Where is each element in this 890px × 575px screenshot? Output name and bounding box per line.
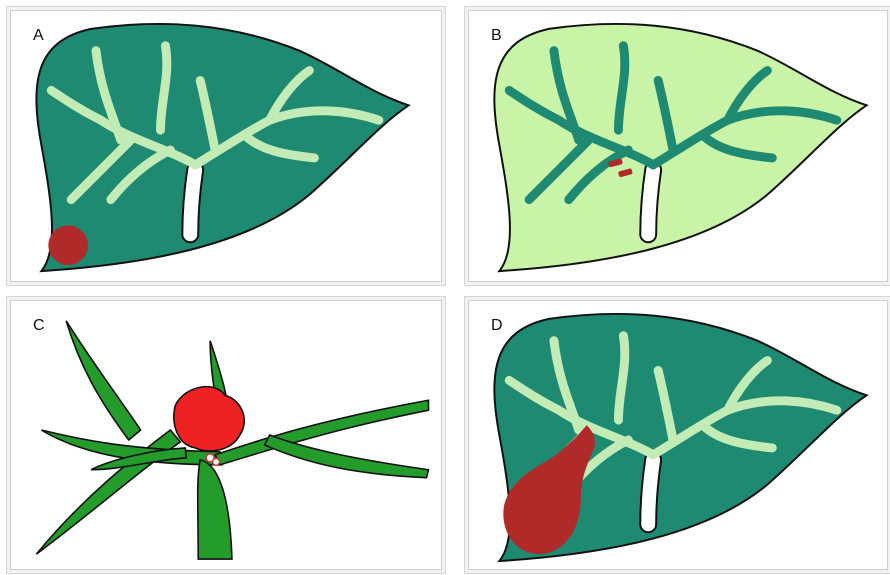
liver-diagram-d [469, 301, 887, 569]
liver-diagram-a [11, 11, 441, 281]
liver-diagram-b [469, 11, 887, 281]
panel-label: A [33, 27, 44, 45]
panel-d: D [468, 300, 888, 570]
tumor-marker [48, 225, 88, 265]
panel-label: B [491, 27, 502, 45]
panel-a: A [10, 10, 442, 282]
panel-c: C [10, 300, 442, 570]
panel-label: C [33, 317, 45, 335]
panel-label: D [491, 317, 503, 335]
tumor-marker [174, 387, 244, 451]
vessel-diagram-c [11, 301, 441, 569]
panel-b: B [468, 10, 888, 282]
